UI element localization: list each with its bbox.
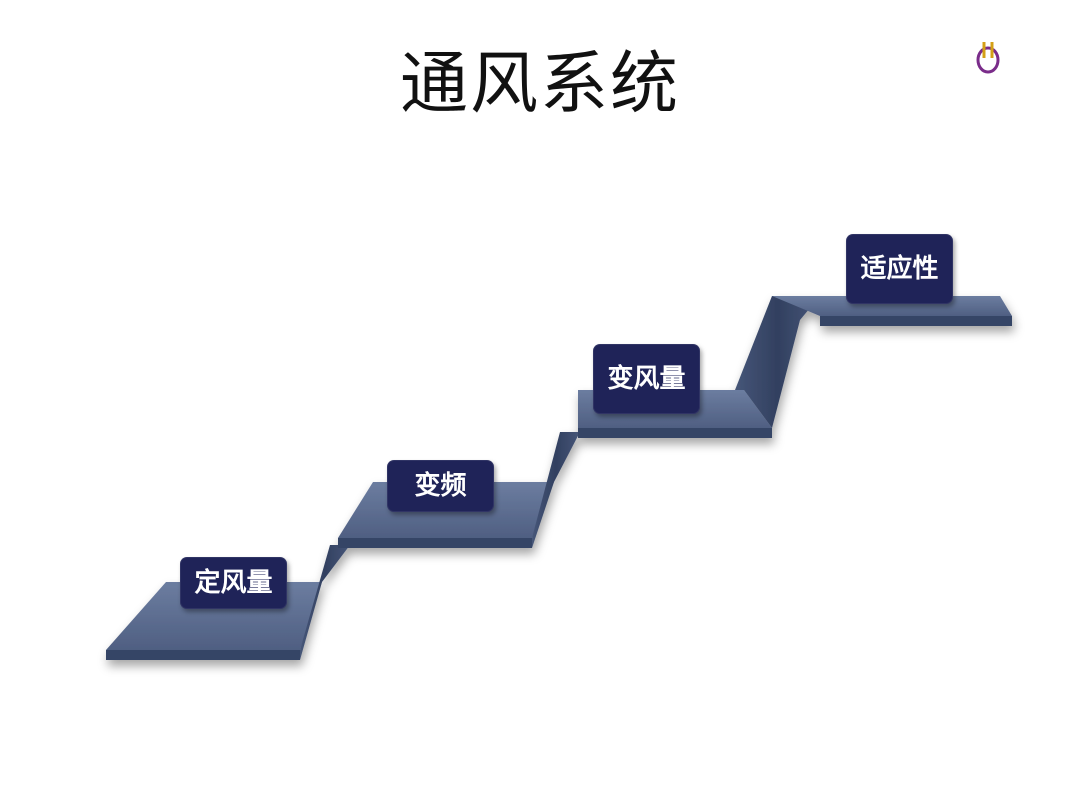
- step-1-front: [106, 650, 300, 660]
- purple-hook-icon: [976, 42, 1000, 74]
- riser-2: [532, 432, 580, 548]
- step-4-top: [772, 296, 1012, 316]
- step-label-frequency-conversion: 变频: [387, 460, 494, 512]
- step-4-front: [820, 316, 1012, 326]
- page-title: 通风系统: [399, 45, 680, 124]
- step-label-variable-air-volume: 变风量: [593, 344, 700, 414]
- step-3-front: [578, 428, 772, 438]
- step-label-adaptive: 适应性: [846, 234, 953, 304]
- step-2-front: [338, 538, 532, 548]
- riser-1: [300, 545, 350, 660]
- step-label-fixed-air-volume: 定风量: [180, 557, 287, 609]
- riser-3: [735, 296, 820, 428]
